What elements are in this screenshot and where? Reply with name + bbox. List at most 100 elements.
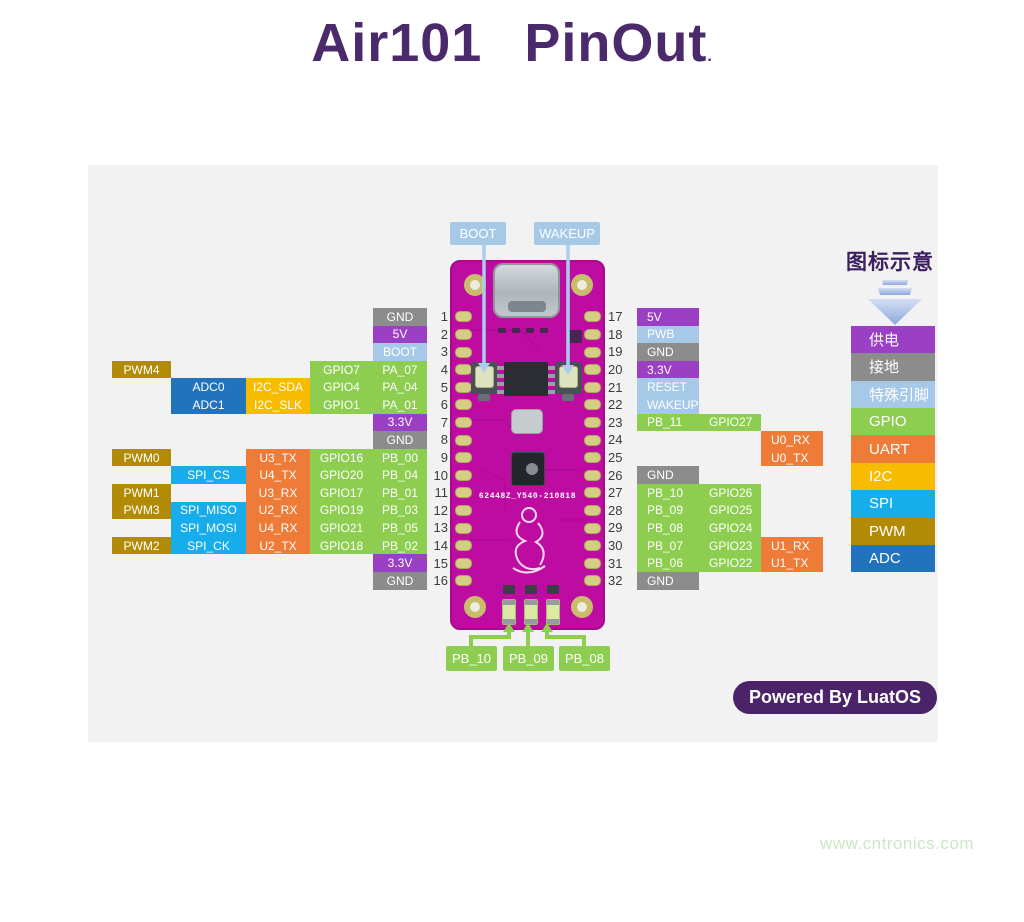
callout-boot: BOOT (450, 222, 506, 245)
pin-18-cell-PWB: PWB (637, 325, 699, 344)
watermark: www.cntronics.com (820, 834, 974, 853)
pin-14-cell-PB_02: PB_02 (373, 536, 427, 555)
callout-led-pb10: PB_10 (446, 646, 497, 671)
pin-number-6: 6 (440, 397, 448, 413)
pin-number-9: 9 (440, 450, 448, 466)
callout-led-pb08: PB_08 (559, 646, 610, 671)
pin-12-cell-SPI_MISO: SPI_MISO (171, 501, 246, 520)
chip-pin (497, 374, 504, 378)
pin-31-cell-GPIO22: GPIO22 (699, 554, 761, 572)
chip-pin (548, 382, 555, 386)
flash-chip (504, 362, 548, 396)
pin-9-cell-GPIO16: GPIO16 (310, 448, 373, 467)
pin-6-cell-ADC1: ADC1 (171, 396, 246, 414)
smd-part (526, 328, 534, 333)
pin-number-23: 23 (608, 414, 623, 430)
pin-12-cell-PWM3: PWM3 (112, 501, 171, 520)
pin-16-cell-GND: GND (373, 572, 427, 590)
pin-13-cell-PB_05: PB_05 (373, 519, 427, 537)
smd-part (498, 328, 506, 333)
left-edge-pad (455, 452, 472, 464)
led-pb09 (524, 599, 538, 625)
smd-part (566, 330, 582, 343)
chip-pin (548, 390, 555, 394)
page-title-word1: Air101 (311, 13, 483, 73)
pin-14-cell-GPIO18: GPIO18 (310, 536, 373, 555)
legend-title: 图标示意 (846, 251, 934, 274)
left-edge-pad (455, 364, 472, 376)
pin-23-cell-GPIO27: GPIO27 (699, 413, 761, 432)
pin-30-cell-PB_07: PB_07 (637, 536, 699, 555)
pin-number-1: 1 (440, 309, 448, 325)
pin-number-11: 11 (434, 485, 449, 501)
pin-11-cell-PB_01: PB_01 (373, 484, 427, 502)
pin-number-12: 12 (433, 502, 448, 518)
legend-item-uart: UART (851, 435, 935, 463)
pin-number-17: 17 (608, 309, 623, 325)
right-edge-pad (584, 364, 601, 376)
right-edge-pad (584, 399, 601, 411)
right-edge-pad (584, 487, 601, 499)
pin-11-cell-GPIO17: GPIO17 (310, 484, 373, 502)
pin-6-cell-PA_01: PA_01 (373, 396, 427, 414)
pin-number-2: 2 (440, 326, 448, 342)
pin-number-18: 18 (608, 326, 623, 342)
pin-14-cell-SPI_CK: SPI_CK (171, 536, 246, 555)
pin-29-cell-PB_08: PB_08 (637, 519, 699, 537)
pin-31-cell-PB_06: PB_06 (637, 554, 699, 572)
pin-number-24: 24 (608, 432, 623, 448)
pin-10-cell-U4_TX: U4_TX (246, 466, 310, 484)
pin-4-cell-PWM4: PWM4 (112, 360, 171, 379)
crystal (511, 409, 543, 434)
left-edge-pad (455, 487, 472, 499)
pin-11-cell-U3_RX: U3_RX (246, 484, 310, 502)
page-title-word2: PinOut (524, 13, 708, 73)
legend-item-gpio: GPIO (851, 408, 935, 436)
left-edge-pad (455, 434, 472, 446)
left-edge-pad (455, 557, 472, 569)
mount-hole (464, 274, 486, 296)
pin-number-20: 20 (608, 362, 623, 378)
pin-12-cell-U2_RX: U2_RX (246, 501, 310, 520)
led-pb10 (502, 599, 516, 625)
legend-item-spi: SPI (851, 490, 935, 518)
pin-32-cell-GND: GND (637, 572, 699, 590)
wakeup-button-nub (562, 394, 574, 401)
pin-5-cell-ADC0: ADC0 (171, 378, 246, 396)
right-edge-pad (584, 540, 601, 552)
right-edge-pad (584, 381, 601, 393)
right-edge-pad (584, 522, 601, 534)
legend-item-power: 供电 (851, 325, 935, 354)
led-pb08 (546, 599, 560, 625)
pin-20-cell-3.3V: 3.3V (637, 360, 699, 379)
callout-led-pb09: PB_09 (503, 646, 554, 671)
pin-number-14: 14 (433, 538, 448, 554)
chip-pin (497, 382, 504, 386)
pin-30-cell-U1_RX: U1_RX (761, 536, 823, 555)
pin-5-cell-PA_04: PA_04 (373, 378, 427, 396)
legend-item-gnd: 接地 (851, 353, 935, 381)
pin-28-cell-PB_09: PB_09 (637, 501, 699, 520)
pin-number-31: 31 (608, 555, 623, 571)
board-silkscreen-text: 62448Z_Y540-210818 (478, 492, 577, 501)
pin-number-8: 8 (440, 432, 448, 448)
pin-6-cell-I2C_SLK: I2C_SLK (246, 396, 310, 414)
right-edge-pad (584, 434, 601, 446)
pin-10-cell-PB_04: PB_04 (373, 466, 427, 484)
pin-10-cell-GPIO20: GPIO20 (310, 466, 373, 484)
right-edge-pad (584, 557, 601, 569)
pin-number-16: 16 (433, 573, 448, 589)
pin-17-cell-5V: 5V (637, 308, 699, 326)
left-edge-pad (455, 311, 472, 323)
pin-2-cell-5V: 5V (373, 325, 427, 344)
left-edge-pad (455, 381, 472, 393)
wakeup-button-cap (559, 366, 578, 388)
pin-13-cell-GPIO21: GPIO21 (310, 519, 373, 537)
pin-3-cell-BOOT: BOOT (373, 343, 427, 361)
pin-12-cell-GPIO19: GPIO19 (310, 501, 373, 520)
pin-27-cell-GPIO26: GPIO26 (699, 484, 761, 502)
usb-c-opening (508, 301, 546, 312)
pin-22-cell-WAKEUP: WAKEUP (637, 396, 699, 414)
pin-9-cell-U3_TX: U3_TX (246, 448, 310, 467)
